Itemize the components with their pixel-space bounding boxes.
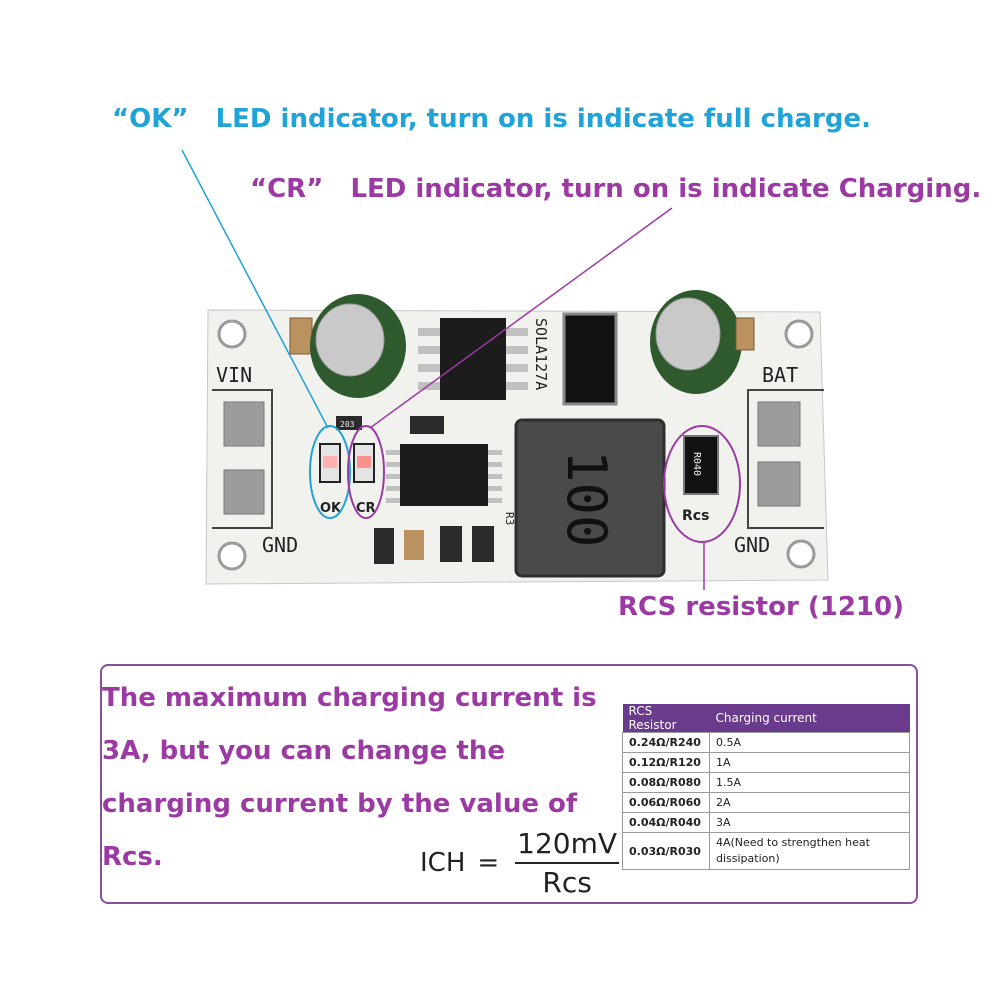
rcs-resistor (683, 435, 719, 495)
smd-resistor-2 (440, 526, 462, 562)
row-current: 1A (708, 752, 911, 773)
silk-inductor-marking: 100 (555, 450, 618, 548)
silk-r203: 203 (340, 420, 355, 429)
silk-gnd-left: GND (262, 533, 298, 557)
max-current-description: The maximum charging current is 3A, but … (102, 672, 597, 884)
cr-led-caption: “CR” LED indicator, turn on is indicate … (250, 174, 981, 204)
row-resistor: 0.03Ω/R030 (622, 832, 710, 870)
rcs-highlight (663, 425, 741, 543)
row-current: 1.5A (708, 772, 911, 793)
row-resistor: 0.12Ω/R120 (622, 752, 710, 773)
row-current: 4A(Need to strengthen heat dissipation) (708, 832, 911, 870)
smd-cap-left (289, 317, 313, 355)
rcs-resistor-caption: RCS resistor (1210) (618, 592, 904, 622)
rcs-current-table: RCS Resistor Charging current 0.24Ω/R240… (622, 704, 911, 870)
electrolytic-cap-right-top (655, 297, 721, 371)
fraction-bar (515, 862, 620, 864)
table-row: 0.12Ω/R120 1A (622, 752, 911, 773)
smd-small-cap (410, 416, 444, 434)
formula-numerator: 120mV (517, 827, 618, 860)
bat-terminal-outline (747, 389, 824, 529)
row-resistor: 0.04Ω/R040 (622, 812, 710, 833)
silk-r3: R3 (503, 512, 516, 525)
table-row: 0.03Ω/R030 4A(Need to strengthen heat di… (622, 832, 911, 870)
table-row: 0.24Ω/R240 0.5A (622, 732, 911, 753)
description-line-1: The maximum charging current is (102, 683, 597, 713)
cr-led-highlight (347, 425, 385, 519)
row-resistor: 0.08Ω/R080 (622, 772, 710, 793)
row-current: 2A (708, 792, 911, 813)
table-row: 0.04Ω/R040 3A (622, 812, 911, 833)
gnd-pad-right (757, 461, 801, 507)
mount-hole-bottom-left (217, 541, 247, 571)
silk-gnd-right: GND (734, 533, 770, 557)
silk-rcs: Rcs (682, 508, 709, 524)
silk-bat: BAT (762, 363, 798, 387)
cr-led-caption-text: LED indicator, turn on is indicate Charg… (350, 174, 982, 204)
charging-current-formula: ICH = 120mV Rcs (420, 827, 623, 899)
row-resistor: 0.06Ω/R060 (622, 792, 710, 813)
description-line-4: Rcs. (102, 842, 163, 872)
smd-resistor-1 (374, 528, 394, 564)
schottky-diode (562, 312, 618, 406)
description-line-2: 3A, but you can change the (102, 736, 505, 766)
smd-cap-right (735, 317, 755, 351)
smd-resistor-3 (472, 526, 494, 562)
header-charging-current: Charging current (709, 704, 910, 733)
resistor-203 (336, 416, 362, 430)
formula-lhs: ICH (420, 848, 466, 878)
formula-equals: = (477, 848, 500, 878)
row-current: 0.5A (708, 732, 911, 753)
vin-pad (223, 401, 265, 447)
ok-led-caption-text: LED indicator, turn on is indicate full … (215, 104, 871, 134)
silk-led-ok: OK (320, 501, 342, 516)
row-resistor: 0.24Ω/R240 (622, 732, 710, 753)
ok-led-caption-quote: “OK” (112, 104, 189, 134)
formula-denominator: Rcs (542, 866, 592, 899)
description-line-3: charging current by the value of (102, 789, 578, 819)
info-panel: The maximum charging current is 3A, but … (100, 664, 918, 904)
mount-hole-bottom-right (786, 539, 816, 569)
ic-top (440, 318, 506, 400)
silk-vin: VIN (216, 363, 252, 387)
gnd-pad-left (223, 469, 265, 515)
silk-chip-marking: SOLA127A (532, 318, 550, 390)
mount-hole-top-left (217, 319, 247, 349)
table-row: 0.08Ω/R080 1.5A (622, 772, 911, 793)
bat-pad (757, 401, 801, 447)
row-current: 3A (708, 812, 911, 833)
electrolytic-cap-left-top (315, 303, 385, 377)
ok-led-highlight (309, 425, 351, 519)
silk-resistor-marking: R040 (691, 452, 702, 476)
smd-cap-bottom (404, 530, 424, 560)
silk-led-cr: CR (356, 501, 376, 516)
ic-middle (400, 444, 488, 506)
table-header-row: RCS Resistor Charging current (622, 704, 910, 733)
header-rcs-resistor: RCS Resistor (622, 704, 710, 733)
mount-hole-top-right (784, 319, 814, 349)
ok-led-caption: “OK” LED indicator, turn on is indicate … (112, 104, 871, 134)
table-row: 0.06Ω/R060 2A (622, 792, 911, 813)
formula-fraction: 120mV Rcs (511, 827, 623, 899)
